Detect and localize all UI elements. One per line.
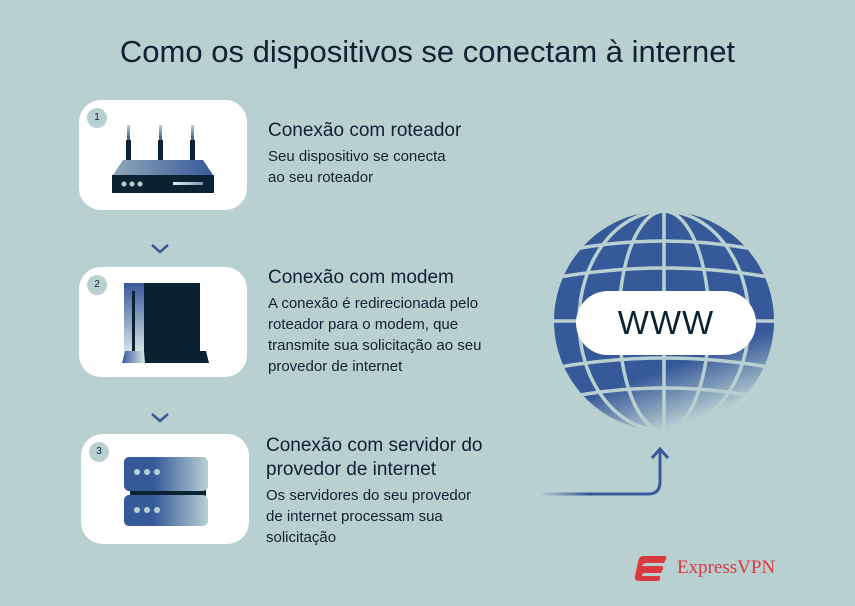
brand-name: ExpressVPN [677, 557, 776, 578]
expressvpn-logo-icon [634, 556, 667, 581]
globe-icon [554, 211, 774, 431]
arrow-up-icon [540, 446, 670, 496]
step-number-badge: 2 [87, 275, 107, 295]
step-1-title: Conexão com roteador [268, 120, 462, 141]
step-1-description: Seu dispositivo se conecta ao seu rotead… [268, 148, 446, 186]
step-2-text: Conexão com modem A conexão é redirecion… [268, 266, 481, 377]
step-3-title: Conexão com servidor do provedor de inte… [266, 435, 483, 480]
step-number-badge: 1 [87, 108, 107, 128]
step-2-description: A conexão é redirecionada pelo roteador … [268, 295, 482, 375]
chevron-down-icon [151, 413, 169, 423]
step-1-text: Conexão com roteador Seu dispositivo se … [268, 119, 461, 188]
step-1-card: 1 [79, 100, 247, 210]
step-number-badge: 3 [89, 442, 109, 462]
globe-label-text: WWW [617, 304, 715, 341]
router-icon [112, 125, 214, 193]
chevron-down-icon [151, 244, 169, 254]
step-3-card: 3 [81, 434, 249, 544]
step-3-description: Os servidores do seu provedor de interne… [266, 487, 472, 546]
step-3-text: Conexão com servidor do provedor de inte… [266, 434, 483, 548]
page-title: Como os dispositivos se conectam à inter… [119, 34, 736, 69]
server-icon [124, 457, 208, 526]
expressvpn-logo: ExpressVPN [633, 554, 775, 582]
step-2-title: Conexão com modem [268, 267, 454, 288]
modem-icon [122, 283, 209, 363]
step-2-card: 2 [79, 267, 247, 377]
